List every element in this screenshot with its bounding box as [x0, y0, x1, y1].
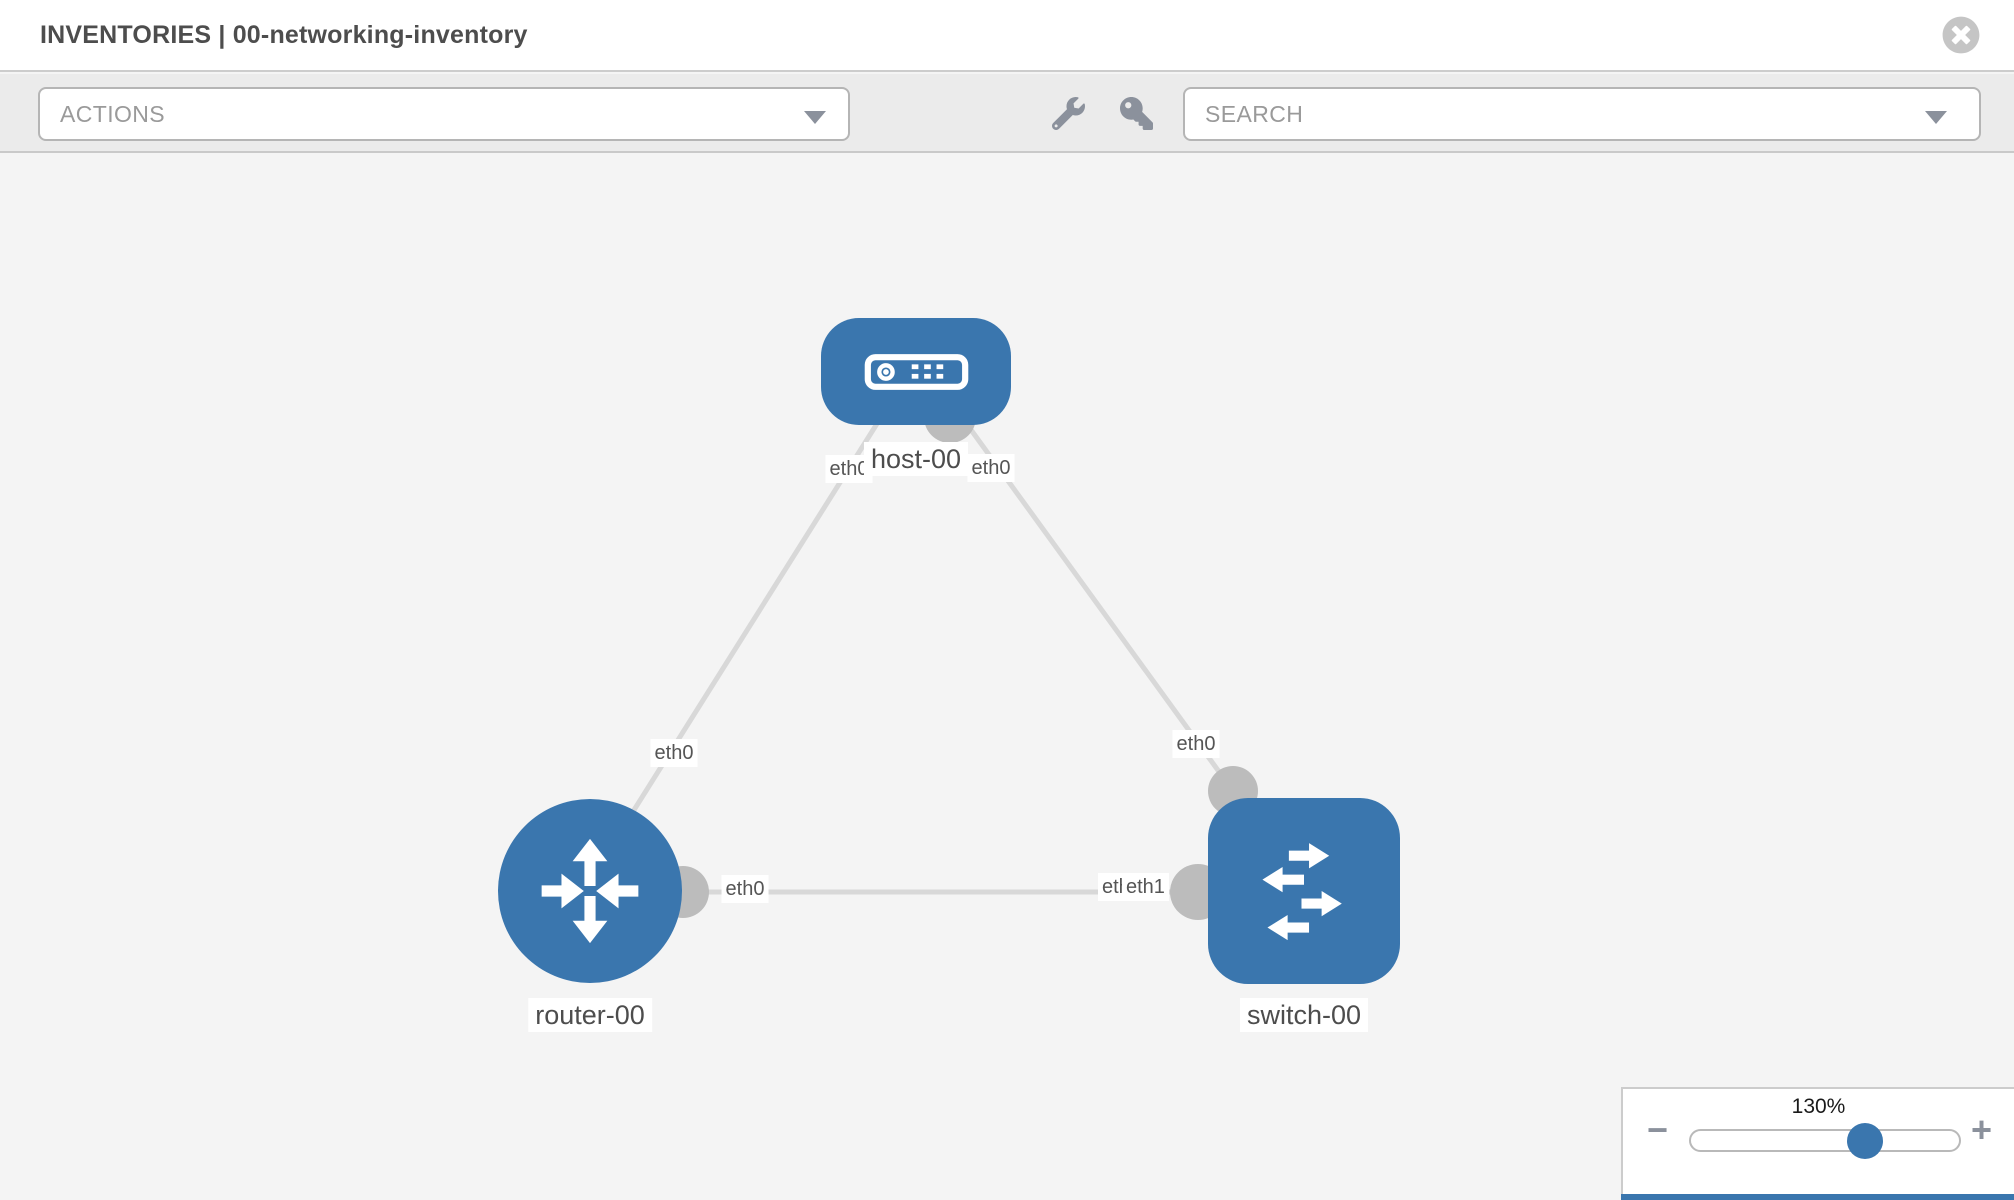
actions-dropdown[interactable]: ACTIONS — [38, 87, 850, 141]
zoom-control-panel: 130% − + — [1621, 1087, 2014, 1194]
actions-dropdown-label: ACTIONS — [60, 101, 166, 127]
node-switch-00[interactable] — [1208, 798, 1400, 984]
link-lines — [614, 401, 1236, 895]
zoom-slider-thumb[interactable] — [1847, 1123, 1883, 1159]
wrench-icon[interactable] — [1051, 96, 1085, 131]
iface-label[interactable]: eth0 — [1172, 730, 1220, 758]
router-arrows-icon — [541, 838, 639, 944]
zoom-slider-track[interactable] — [1689, 1129, 1961, 1152]
zoom-out-button[interactable]: − — [1647, 1109, 1669, 1150]
node-host-00[interactable] — [821, 318, 1011, 425]
host-device-icon — [864, 353, 968, 390]
header: INVENTORIES | 00-networking-inventory — [0, 0, 2014, 72]
switch-arrows-icon — [1262, 843, 1342, 941]
search-dropdown[interactable]: SEARCH — [1183, 87, 1981, 141]
iface-label[interactable]: eth0 — [967, 454, 1015, 482]
node-label-router[interactable]: router-00 — [528, 998, 652, 1032]
iface-label[interactable]: eth0 — [721, 875, 769, 903]
node-router-00[interactable] — [498, 799, 682, 983]
node-label-host[interactable]: host-00 — [863, 442, 969, 476]
topology-canvas[interactable]: eth0 eth0 eth0 eth0 eth0 eth0 eth1 host-… — [0, 155, 2014, 1200]
close-icon[interactable] — [1942, 16, 1980, 54]
zoom-in-button[interactable]: + — [1971, 1109, 1993, 1150]
key-icon[interactable] — [1120, 97, 1153, 130]
panel-accent-bar — [1621, 1194, 2014, 1200]
iface-label[interactable]: eth0 — [650, 739, 698, 767]
times-circle-icon — [1942, 16, 1980, 54]
page-title: INVENTORIES | 00-networking-inventory — [40, 21, 528, 49]
caret-down-icon — [1925, 111, 1947, 124]
topology-links-layer — [614, 391, 1258, 920]
node-label-switch[interactable]: switch-00 — [1239, 998, 1369, 1032]
zoom-level-value: 130% — [1791, 1095, 1846, 1118]
caret-down-icon — [804, 111, 826, 124]
toolbar: ACTIONS SEARCH — [0, 74, 2014, 153]
search-dropdown-label: SEARCH — [1205, 101, 1304, 127]
iface-label[interactable]: eth1 — [1122, 873, 1169, 901]
